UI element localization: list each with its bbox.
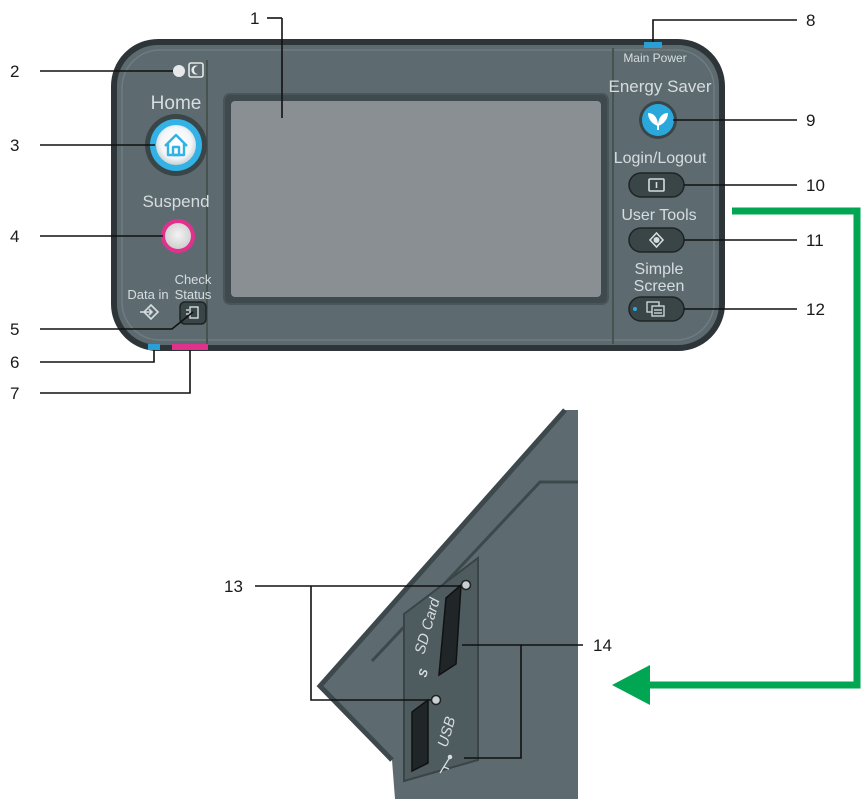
user-tools-label: User Tools bbox=[621, 207, 696, 224]
usb-access-lamp bbox=[430, 694, 442, 706]
energy-saver-label: Energy Saver bbox=[609, 77, 712, 96]
callout-3: 3 bbox=[10, 136, 19, 155]
leaf-icon bbox=[648, 113, 668, 130]
key-icon bbox=[648, 178, 665, 192]
callout-13: 13 bbox=[224, 577, 243, 596]
usb-slot[interactable] bbox=[411, 698, 429, 773]
callout-line-5 bbox=[40, 311, 194, 330]
callout-2: 2 bbox=[10, 62, 19, 81]
main-power-indicator bbox=[644, 42, 662, 48]
callout-14: 14 bbox=[593, 636, 612, 655]
home-icon bbox=[164, 133, 188, 157]
callout-7: 7 bbox=[10, 384, 19, 403]
callout-line-8 bbox=[652, 19, 797, 42]
check-status-label-line1: Check bbox=[175, 272, 212, 287]
simple-screen-label-line2: Screen bbox=[634, 278, 685, 295]
green-arrow-line bbox=[648, 207, 861, 689]
suspend-button[interactable] bbox=[165, 223, 191, 249]
panel-inner-edge bbox=[121, 49, 715, 341]
callout-6: 6 bbox=[10, 353, 19, 372]
sd-access-lamp bbox=[460, 579, 472, 591]
callout-line-13b bbox=[310, 586, 431, 701]
callout-10: 10 bbox=[806, 176, 825, 195]
check-status-label-line2: Status bbox=[175, 287, 212, 302]
green-arrow-head bbox=[612, 665, 650, 705]
sd-logo-icon: S bbox=[415, 667, 431, 679]
touch-screen[interactable] bbox=[231, 101, 601, 297]
suspend-label: Suspend bbox=[142, 192, 209, 211]
data-in-icon bbox=[140, 303, 160, 321]
energy-saver-button[interactable] bbox=[642, 104, 674, 136]
callout-5: 5 bbox=[10, 320, 19, 339]
side-panel-edge bbox=[316, 408, 567, 762]
callout-11: 11 bbox=[806, 231, 824, 250]
callout-4: 4 bbox=[10, 227, 19, 246]
check-status-icon bbox=[186, 306, 199, 319]
main-power-label: Main Power bbox=[623, 51, 686, 65]
callout-1: 1 bbox=[250, 9, 259, 28]
user-tools-icon bbox=[648, 231, 665, 249]
home-button-face bbox=[156, 125, 196, 165]
home-label: Home bbox=[151, 93, 202, 114]
moon-icon bbox=[191, 65, 198, 75]
data-in-label: Data in bbox=[127, 287, 168, 302]
simple-screen-indicator bbox=[633, 307, 637, 311]
status-indicator-light bbox=[173, 65, 185, 77]
login-logout-label: Login/Logout bbox=[614, 150, 707, 167]
simple-screen-label-line1: Simple bbox=[635, 261, 684, 278]
callout-line-14a bbox=[462, 644, 522, 759]
sleep-icon bbox=[188, 62, 204, 78]
error-indicator bbox=[172, 344, 208, 350]
callout-9: 9 bbox=[806, 111, 815, 130]
simple-screen-icon bbox=[646, 301, 665, 317]
usb-icon bbox=[439, 754, 453, 774]
callout-12: 12 bbox=[806, 300, 825, 319]
data-in-indicator bbox=[148, 344, 160, 350]
callout-line-7 bbox=[40, 350, 191, 394]
callout-8: 8 bbox=[806, 11, 815, 30]
callout-line-6 bbox=[40, 350, 155, 363]
sd-card-slot[interactable] bbox=[438, 583, 462, 677]
